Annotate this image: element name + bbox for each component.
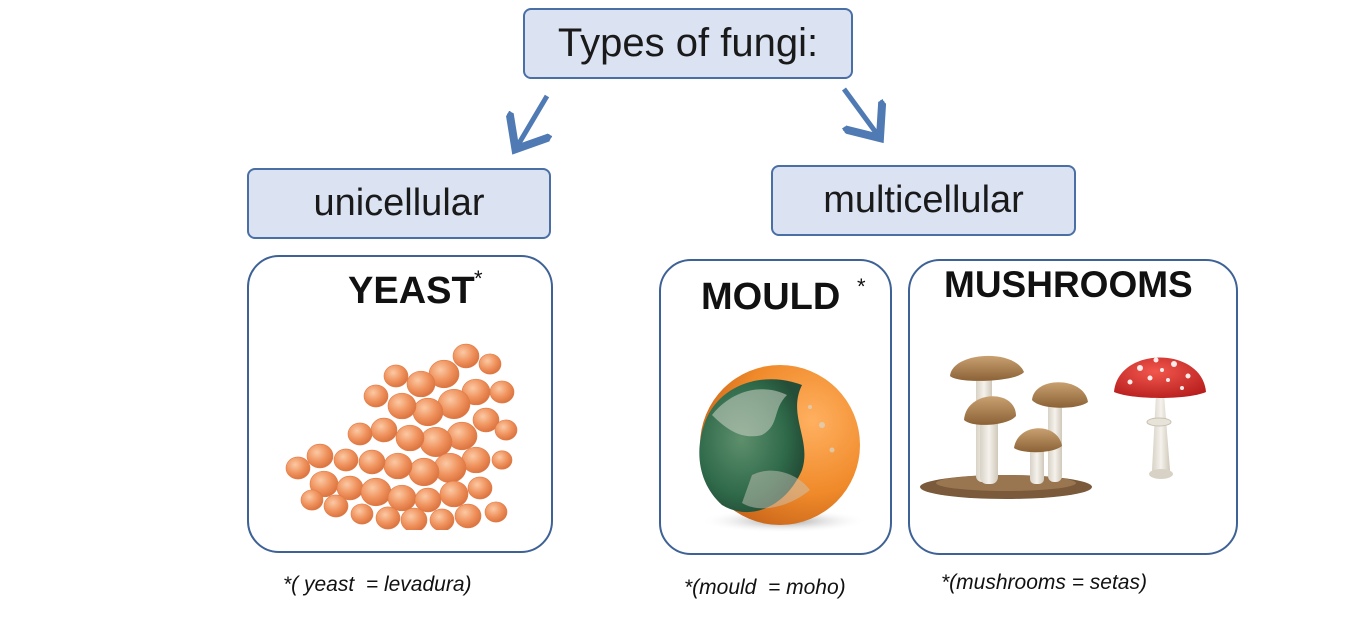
yeast-translation-note: *( yeast = levadura) [283,573,472,596]
mushrooms-translation-note: *(mushrooms = setas) [941,571,1147,594]
title-box: Types of fungi: [523,8,853,79]
yeast-cell [408,457,440,487]
yeast-cell [395,424,425,452]
yeast-cell [347,422,373,446]
yeast-cell [400,507,428,530]
mouldy-orange-image [699,365,868,533]
yeast-cell [439,480,469,508]
mould-translation-note: *(mould = moho) [684,576,846,599]
mould-asterisk: * [857,274,866,299]
multicellular-label: multicellular [823,179,1024,221]
yeast-cell [433,452,467,484]
yeast-cell [419,426,453,458]
yeast-cell [491,450,513,470]
diagram-title: Types of fungi: [557,21,819,65]
mushrooms-image [920,355,1206,499]
yeast-asterisk: * [474,266,483,291]
yeast-cell [412,397,444,427]
unicellular-box: unicellular [247,168,551,239]
yeast-cell [323,494,349,518]
yeast-cell [370,417,398,443]
arrow-to-unicellular [518,94,547,145]
yeast-cell [472,407,500,433]
yeast-cell [306,443,334,469]
yeast-cell [375,506,401,530]
multicellular-box: multicellular [771,165,1076,236]
arrow-to-multicellular [841,87,877,134]
yeast-cell [358,449,386,475]
mushrooms-card [908,259,1238,555]
yeast-cell [350,503,374,525]
yeast-cells-image [285,343,518,530]
yeast-cell [300,489,324,511]
yeast-cell [454,503,482,529]
yeast-cell [489,380,515,404]
yeast-cell [484,501,508,523]
yeast-cell [387,392,417,420]
mould-title: MOULD [701,276,841,318]
yeast-cell [285,456,311,480]
yeast-cell [478,353,502,375]
yeast-cell [360,477,392,507]
yeast-cell [467,476,493,500]
yeast-cell [363,384,389,408]
yeast-cell [383,364,409,388]
yeast-title: YEAST [348,270,475,312]
yeast-cell [383,452,413,480]
yeast-cell [452,343,480,369]
yeast-cell [387,484,417,512]
unicellular-label: unicellular [313,182,485,224]
yeast-cell [406,370,436,398]
mushrooms-title: MUSHROOMS [944,264,1193,305]
yeast-cell [414,487,442,513]
yeast-cell [429,508,455,530]
yeast-cell [494,419,518,441]
yeast-cell [333,448,359,472]
